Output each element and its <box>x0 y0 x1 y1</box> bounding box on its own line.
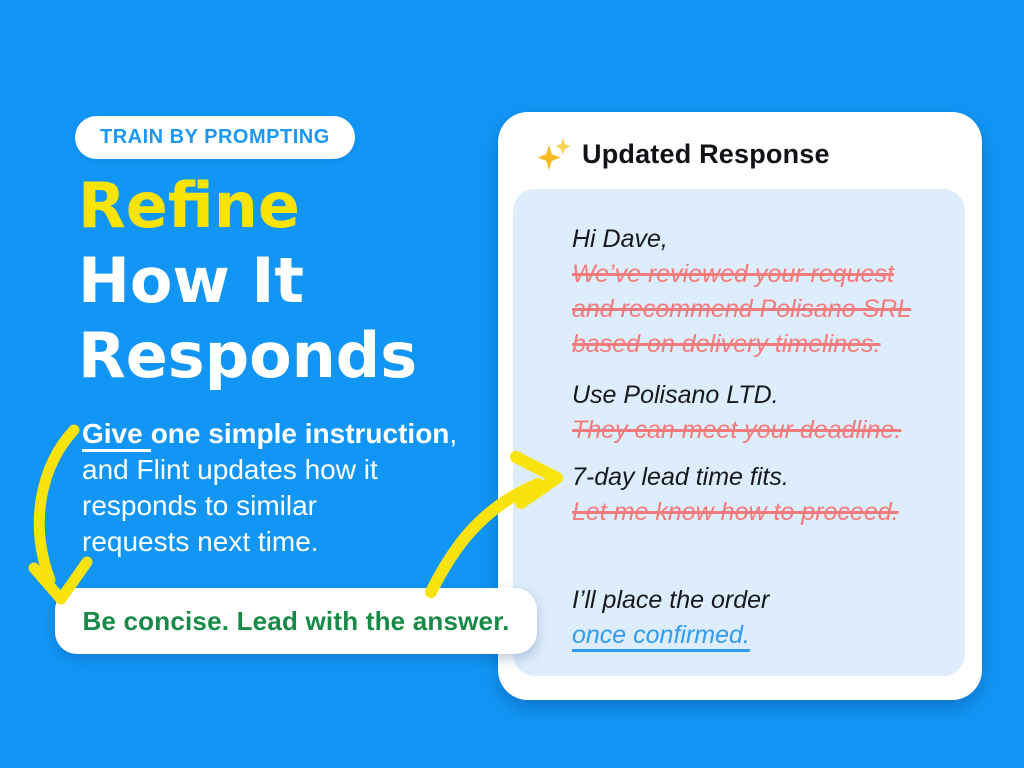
train-by-prompting-badge: TRAIN BY PROMPTING <box>75 116 355 159</box>
description-comma: , <box>449 418 458 449</box>
description-line-3: responds to similar <box>82 490 317 521</box>
description-line-2: and Flint updates how it <box>82 454 378 485</box>
headline-line-2: How It <box>78 244 305 317</box>
message-line-closing: I’ll place the order <box>572 586 770 614</box>
response-panel: Hi Dave, We’ve reviewed your request and… <box>513 189 965 676</box>
description-bold: one simple instruction <box>150 418 450 449</box>
card-header: Updated Response <box>536 136 830 172</box>
updated-response-card: Updated Response Hi Dave, We’ve reviewed… <box>498 112 982 700</box>
message-line-struck: They can meet your deadline. <box>572 416 902 444</box>
curved-arrow-down-icon <box>28 424 93 605</box>
card-title: Updated Response <box>582 138 830 169</box>
message-line-struck: based on delivery timelines. <box>572 330 881 358</box>
sparkles-icon <box>537 138 571 170</box>
message-line-greeting: Hi Dave, <box>572 225 668 253</box>
instruction-pill-label: Be concise. Lead with the answer. <box>82 605 510 636</box>
instruction-pill: Be concise. Lead with the answer. <box>55 588 537 654</box>
give-underlined: Give <box>82 418 151 452</box>
message-line-kept: 7-day lead time fits. <box>572 463 789 491</box>
once-confirmed-link: once confirmed. <box>572 621 750 649</box>
headline-line-3: Responds <box>78 319 418 392</box>
message-line-struck: We’ve reviewed your request <box>572 260 894 288</box>
description-line-4: requests next time. <box>82 526 319 557</box>
message-line-struck: Let me know how to proceed. <box>572 498 899 526</box>
headline-line-1: Refine <box>78 169 300 242</box>
badge-label: TRAIN BY PROMPTING <box>100 126 330 148</box>
message-line-kept: Use Polisano LTD. <box>572 381 779 409</box>
headline: Refine How It Responds <box>78 168 417 393</box>
message-line-struck: and recommend Polisano SRL <box>572 295 912 323</box>
